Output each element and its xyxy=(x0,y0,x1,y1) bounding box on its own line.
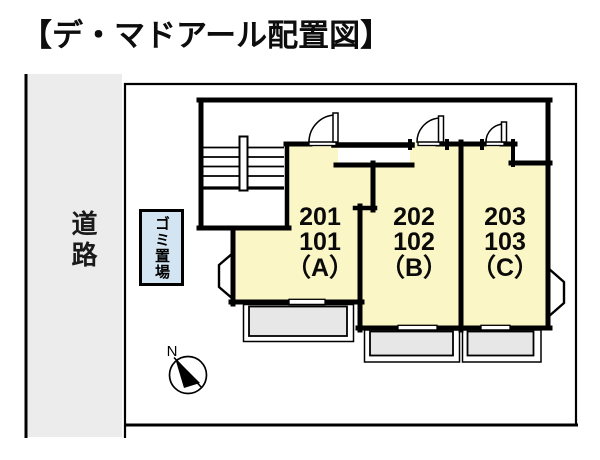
road-area xyxy=(27,74,122,437)
building-walls xyxy=(196,97,553,333)
unit-a-lower-room-number: 101 xyxy=(299,228,341,256)
road-strip xyxy=(24,74,122,438)
unit-a-door-arc xyxy=(308,114,337,143)
unit-a-letter: （A） xyxy=(286,253,354,282)
road-label: 道路 xyxy=(68,210,98,272)
unit-a-balcony xyxy=(248,305,348,337)
unit-a-door-leaf xyxy=(332,112,339,143)
unit-a-upper-room-number: 201 xyxy=(299,203,341,231)
unit-c-door xyxy=(485,121,508,147)
unit-a-balcony-outer xyxy=(242,303,355,343)
unit-b-balcony xyxy=(369,330,454,357)
unit-c-balcony-outer xyxy=(461,329,542,363)
page-title: 【デ・マドアール配置図】 xyxy=(21,18,392,53)
unit-b-door-leaf xyxy=(437,115,445,143)
unit-b-letter: （B） xyxy=(380,253,448,282)
unit-a-door xyxy=(308,112,339,147)
unit-c-upper-room-number: 203 xyxy=(484,203,526,231)
unit-b-door xyxy=(416,115,445,147)
plot-boundary xyxy=(123,82,578,438)
unit-b-door-arc xyxy=(416,117,442,143)
garbage-area-label: ゴミ置場 xyxy=(153,215,170,280)
unit-b-lower-room-number: 102 xyxy=(393,228,435,256)
compass-needle xyxy=(175,358,200,388)
unit-floor-areas xyxy=(233,142,548,330)
unit-a-label: 201 101 （A） xyxy=(286,203,354,282)
unit-a-area xyxy=(233,142,373,302)
unit-c-balcony xyxy=(466,330,535,357)
unit-b-area xyxy=(360,142,461,330)
unit-b-label: 202 102 （B） xyxy=(380,203,448,282)
unit-b-balcony-outer xyxy=(363,329,461,363)
unit-c-area xyxy=(461,142,548,328)
compass-north-indicator: N xyxy=(167,343,208,395)
unit-c-door-leaf xyxy=(500,121,508,143)
unit-c-letter: （C） xyxy=(471,253,539,282)
staircase xyxy=(203,135,284,192)
unit-c-label: 203 103 （C） xyxy=(471,203,539,282)
garbage-area-box: ゴミ置場 xyxy=(139,209,184,286)
balconies xyxy=(242,303,542,363)
unit-b-upper-room-number: 202 xyxy=(393,203,435,231)
unit-c-lower-room-number: 103 xyxy=(484,228,526,256)
stair-handrail xyxy=(238,135,249,192)
compass-north-label: N xyxy=(167,343,178,360)
